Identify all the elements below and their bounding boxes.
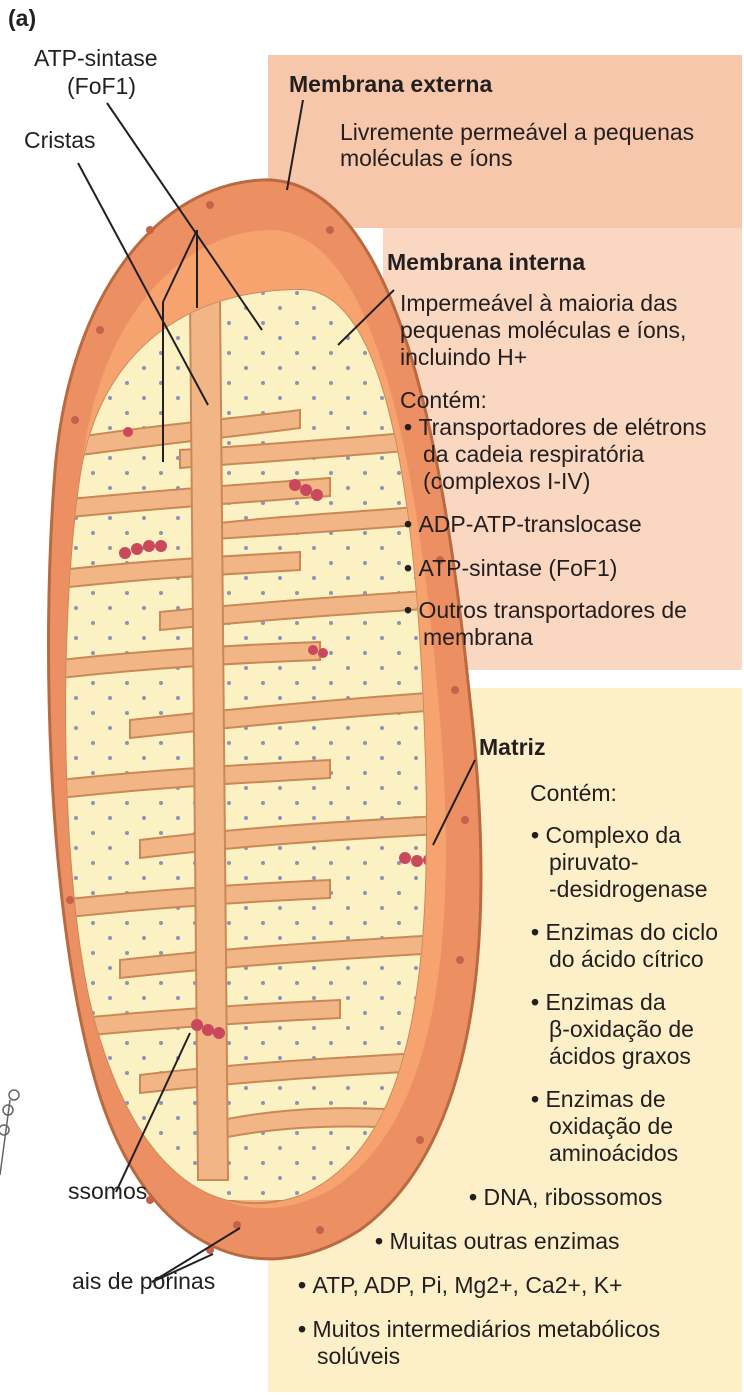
matrix-item-2-line-2: do ácido cítrico — [549, 947, 704, 972]
inner-item-1-line-2: da cadeia respiratória — [423, 442, 644, 467]
matrix-item-7: ATP, ADP, Pi, Mg2+, Ca2+, K+ — [298, 1273, 623, 1298]
matrix-title: Matriz — [479, 735, 545, 760]
inner-membrane-desc-1: Impermeável à maioria das — [400, 291, 677, 316]
inner-membrane-title: Membrana interna — [387, 250, 585, 275]
panel-label: (a) — [8, 6, 36, 31]
inner-item-4-line-2: membrana — [423, 625, 533, 650]
matrix-item-2-line-1: Enzimas do ciclo — [531, 920, 718, 945]
outer-membrane-desc-1: Livremente permeável a pequenas — [340, 120, 694, 145]
ribosomes-label: ssomos — [68, 1179, 147, 1204]
matrix-item-4-line-2: oxidação de — [549, 1114, 673, 1139]
inner-item-3: ATP-sintase (FoF1) — [404, 556, 617, 581]
matrix-item-8-line-1: Muitos intermediários metabólicos — [298, 1317, 660, 1342]
inner-item-4-line-1: Outros transportadores de — [404, 598, 687, 623]
matrix-item-4-line-1: Enzimas de — [531, 1087, 666, 1112]
cristae-label: Cristas — [24, 128, 96, 153]
inner-item-1-line-3: (complexos I-IV) — [423, 469, 590, 494]
atp-synthase-label: ATP-sintase — [34, 46, 158, 71]
matrix-item-4-line-3: aminoácidos — [549, 1141, 678, 1166]
inner-item-2: ADP-ATP-translocase — [404, 512, 642, 537]
matrix-item-3-line-3: ácidos graxos — [549, 1044, 691, 1069]
matrix-item-1-line-1: Complexo da — [531, 823, 681, 848]
matrix-item-3-line-2: β-oxidação de — [549, 1017, 694, 1042]
outer-membrane-desc-2: moléculas e íons — [340, 146, 513, 171]
inner-membrane-contains: Contém: — [400, 388, 487, 413]
outer-membrane-title: Membrana externa — [289, 72, 492, 97]
matrix-item-3-line-1: Enzimas da — [531, 990, 666, 1015]
inner-membrane-desc-3: incluindo H+ — [400, 345, 527, 370]
inner-membrane-desc-2: pequenas moléculas e íons, — [400, 318, 686, 343]
matrix-contains: Contém: — [530, 781, 617, 806]
inner-item-1-line-1: Transportadores de elétrons — [404, 415, 707, 440]
membrane-fragment — [0, 1090, 19, 1175]
porins-label: ais de porinas — [72, 1269, 215, 1294]
matrix-item-1-line-2: piruvato- — [549, 850, 638, 875]
matrix-item-5: DNA, ribossomos — [469, 1185, 662, 1210]
matrix-item-1-line-3: -desidrogenase — [549, 877, 708, 902]
atp-synthase-formula: (FoF1) — [67, 74, 136, 99]
matrix-item-6: Muitas outras enzimas — [375, 1229, 620, 1254]
matrix-item-8-line-2: solúveis — [317, 1344, 400, 1369]
